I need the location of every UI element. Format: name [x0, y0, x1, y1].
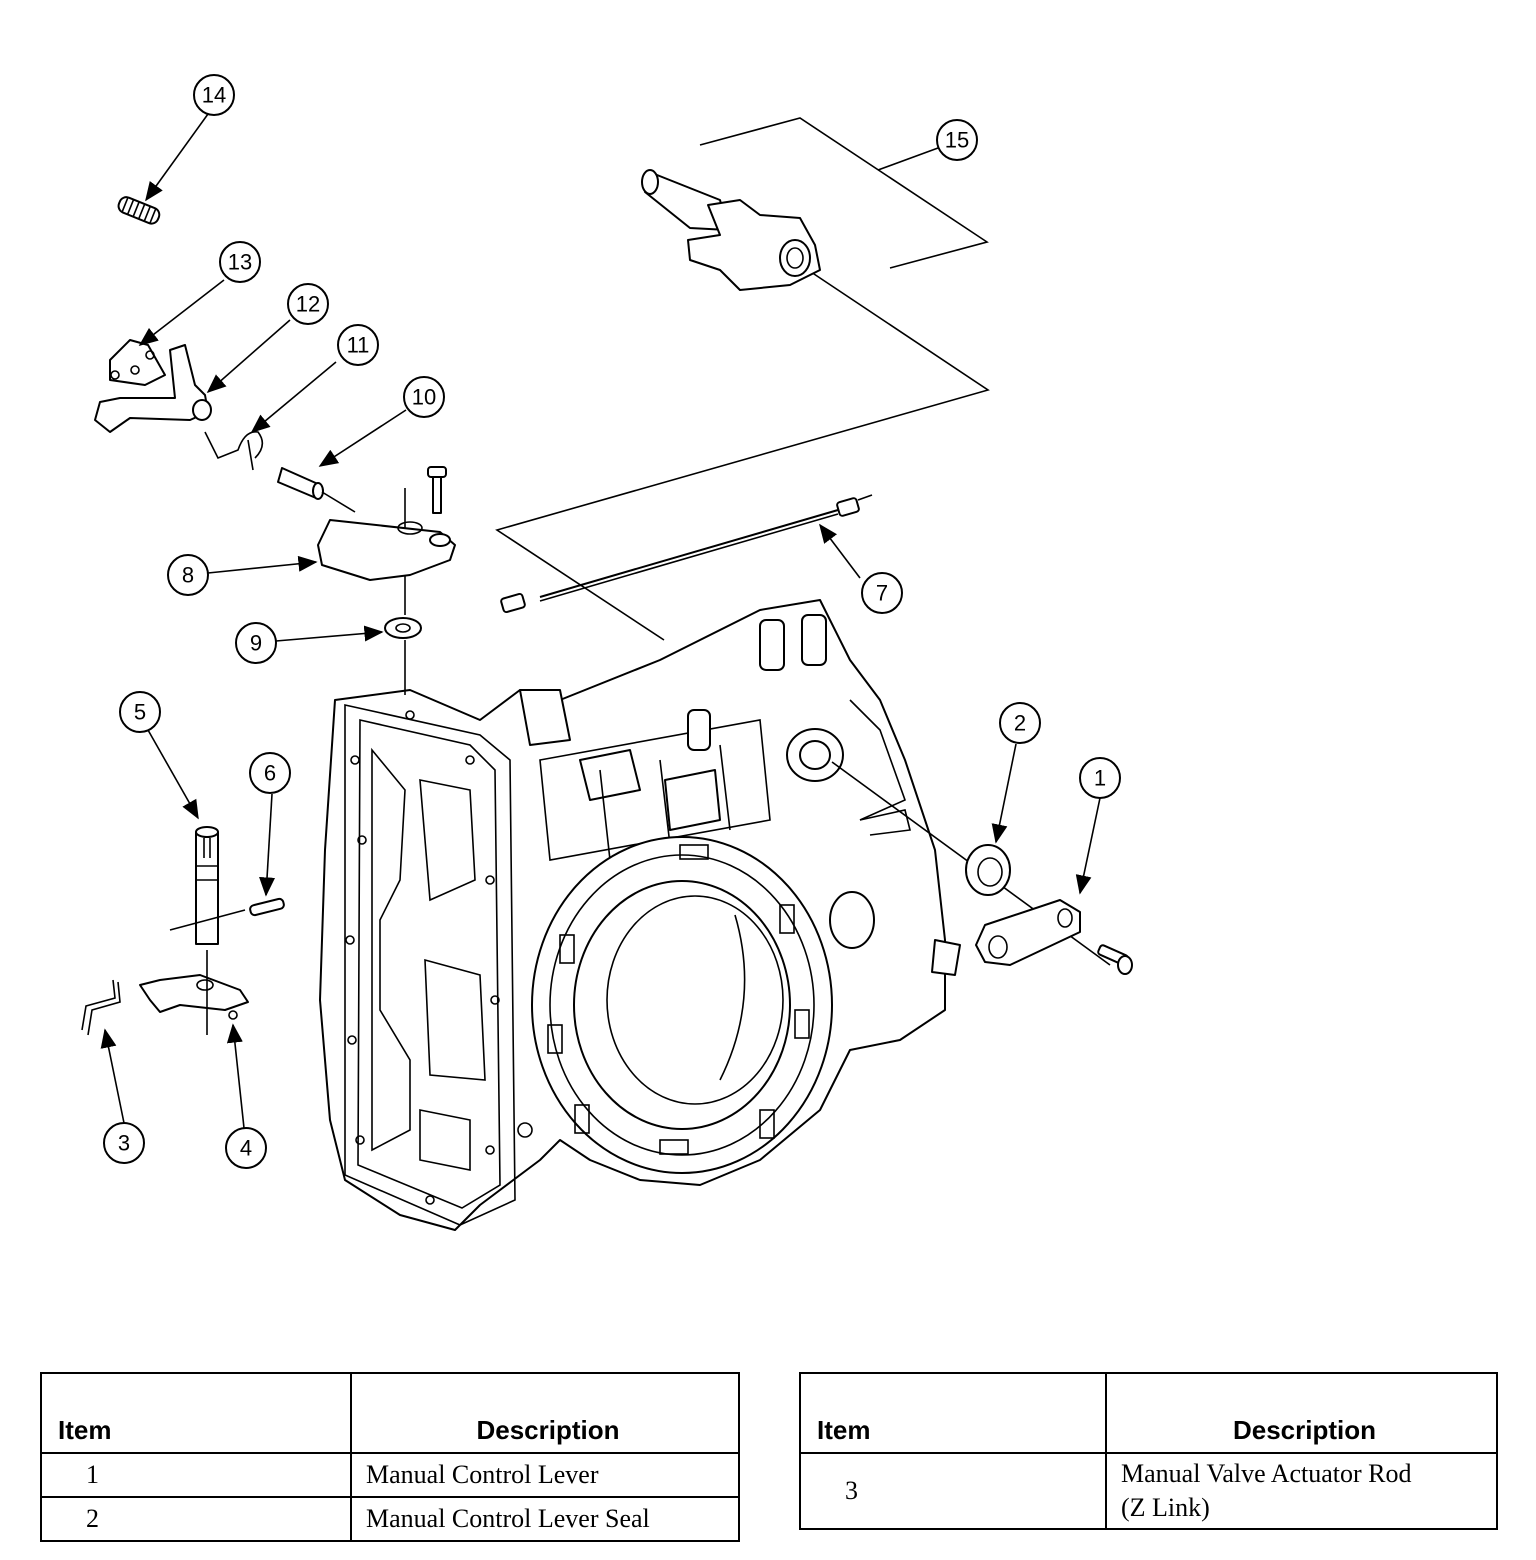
svg-text:7: 7 — [876, 581, 888, 606]
item-number: 2 — [40, 1496, 352, 1542]
callout-14: 14 — [193, 74, 235, 116]
callout-15: 15 — [936, 119, 978, 161]
callout-6: 6 — [249, 752, 291, 794]
detent-parts — [94, 196, 356, 513]
legend-table-left: Item Description 1 Manual Control Lever … — [40, 1372, 740, 1542]
svg-text:6: 6 — [264, 761, 276, 786]
svg-text:3: 3 — [118, 1131, 130, 1156]
exploded-parts-diagram: 1 2 3 4 5 6 7 8 9 10 11 12 13 14 15 — [81, 74, 1133, 1231]
callout-3: 3 — [103, 1122, 145, 1164]
legend-header-row: Item Description — [799, 1372, 1498, 1454]
item-description: Manual Control Lever Seal — [350, 1496, 740, 1542]
svg-text:1: 1 — [1094, 766, 1106, 791]
transmission-case — [319, 599, 961, 1231]
callout-5: 5 — [119, 691, 161, 733]
callout-13: 13 — [219, 241, 261, 283]
item-number: 1 — [40, 1452, 352, 1498]
legend-row: 1 Manual Control Lever — [40, 1452, 740, 1498]
svg-text:10: 10 — [412, 385, 436, 410]
callout-4: 4 — [225, 1127, 267, 1169]
svg-text:5: 5 — [134, 700, 146, 725]
svg-text:12: 12 — [296, 292, 320, 317]
item-description: Manual Valve Actuator Rod (Z Link) — [1105, 1452, 1498, 1530]
item-description-line1: Manual Valve Actuator Rod — [1121, 1459, 1412, 1488]
svg-text:13: 13 — [228, 250, 252, 275]
manual-lever-parts — [831, 761, 1133, 975]
callout-11: 11 — [337, 324, 379, 366]
svg-text:2: 2 — [1014, 711, 1026, 736]
callout-2: 2 — [999, 702, 1041, 744]
parking-rod — [500, 494, 873, 614]
legend-row: 2 Manual Control Lever Seal — [40, 1496, 740, 1542]
callout-7: 7 — [861, 572, 903, 614]
manual-shaft-assembly — [495, 117, 990, 641]
range-sensor — [317, 466, 456, 615]
callout-9: 9 — [235, 622, 277, 664]
svg-text:4: 4 — [240, 1136, 252, 1161]
header-item: Item — [40, 1372, 352, 1454]
item-number: 3 — [799, 1452, 1107, 1530]
callout-12: 12 — [287, 283, 329, 325]
svg-text:14: 14 — [202, 83, 226, 108]
item-description: Manual Control Lever — [350, 1452, 740, 1498]
manual-valve-parts — [81, 826, 285, 1036]
callout-8: 8 — [167, 554, 209, 596]
svg-text:15: 15 — [945, 128, 969, 153]
svg-text:8: 8 — [182, 563, 194, 588]
header-description: Description — [350, 1372, 740, 1454]
header-item: Item — [799, 1372, 1107, 1454]
callout-10: 10 — [403, 376, 445, 418]
item-description-line2: (Z Link) — [1121, 1493, 1210, 1522]
callout-1: 1 — [1079, 757, 1121, 799]
svg-text:9: 9 — [250, 631, 262, 656]
legend-row: 3 Manual Valve Actuator Rod (Z Link) — [799, 1452, 1498, 1530]
washer — [384, 617, 422, 695]
leader-lines — [100, 113, 1101, 1129]
legend-table-right: Item Description 3 Manual Valve Actuator… — [799, 1372, 1498, 1530]
svg-text:11: 11 — [347, 333, 370, 358]
header-description: Description — [1105, 1372, 1498, 1454]
legend-header-row: Item Description — [40, 1372, 740, 1454]
